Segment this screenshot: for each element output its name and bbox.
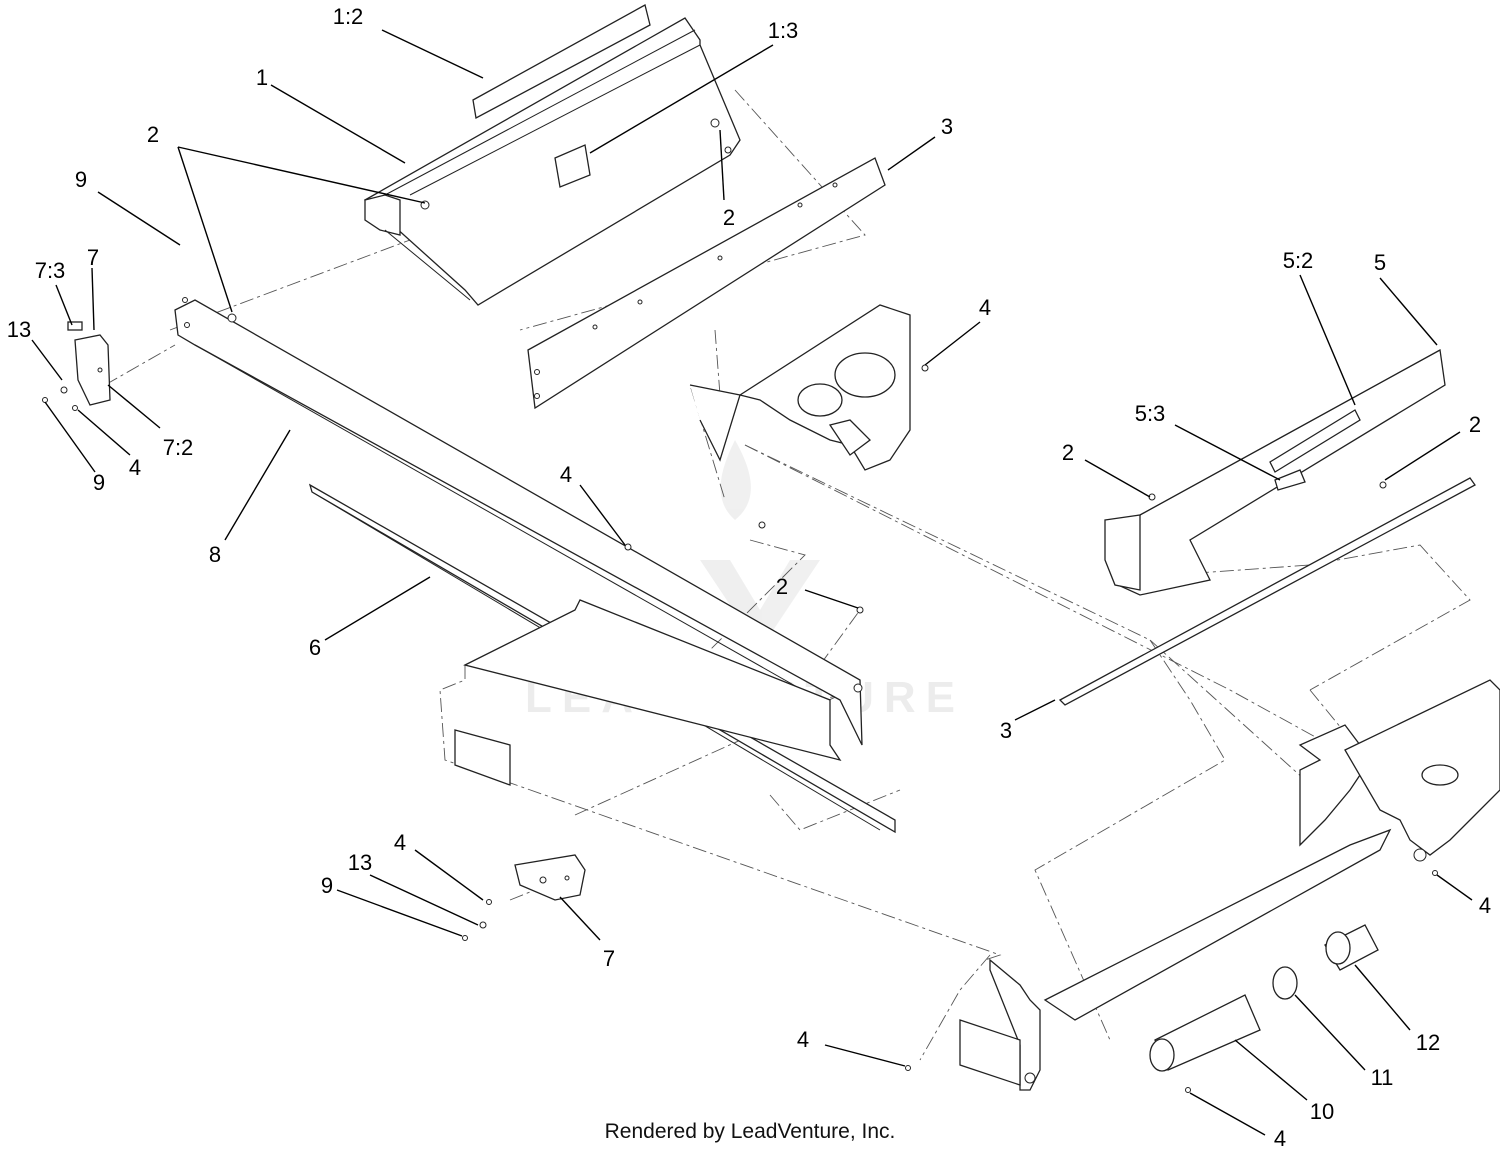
part-1-2-decal-strip bbox=[472, 4, 651, 120]
part-8-main-beam bbox=[174, 299, 863, 746]
callout-3-b: 3 bbox=[1000, 718, 1012, 743]
callout-9-b: 9 bbox=[93, 470, 105, 495]
callout-5: 5 bbox=[1374, 250, 1386, 275]
callout-labels: 1:2 1 1:3 2 2 3 9 7:3 7 13 7:2 4 9 8 4 5… bbox=[7, 4, 1491, 1151]
callout-4-c: 4 bbox=[560, 462, 572, 487]
callout-3-a: 3 bbox=[941, 114, 953, 139]
callout-13-a: 13 bbox=[7, 317, 31, 342]
parts-10-12-tube-assembly bbox=[1149, 924, 1379, 1072]
callout-8: 8 bbox=[209, 542, 221, 567]
part-3-lower-rail bbox=[1058, 477, 1476, 706]
callout-4-f: 4 bbox=[797, 1027, 809, 1052]
callout-9-a: 9 bbox=[75, 167, 87, 192]
callout-1-2: 1:2 bbox=[333, 4, 364, 29]
callout-5-3: 5:3 bbox=[1135, 401, 1166, 426]
callout-2-a: 2 bbox=[147, 122, 159, 147]
watermark-logo-icon bbox=[700, 440, 820, 650]
part-1-3-decal bbox=[554, 144, 591, 188]
callout-7-a: 7 bbox=[87, 245, 99, 270]
callout-7-b: 7 bbox=[603, 946, 615, 971]
part-7-3-label bbox=[67, 321, 83, 331]
part-7-left-bracket bbox=[67, 321, 111, 406]
part-1-top-shield bbox=[363, 17, 741, 306]
callout-9-c: 9 bbox=[321, 873, 333, 898]
callout-4-a: 4 bbox=[129, 455, 141, 480]
callout-5-2: 5:2 bbox=[1283, 248, 1314, 273]
fasteners bbox=[42, 200, 1438, 1093]
part-5-2-decal bbox=[1269, 409, 1361, 473]
callout-10: 10 bbox=[1310, 1099, 1334, 1124]
deck-housing bbox=[454, 599, 1500, 1091]
callout-13-b: 13 bbox=[348, 850, 372, 875]
callout-1: 1 bbox=[256, 65, 268, 90]
part-7-lower-bracket bbox=[514, 854, 586, 901]
part-5-3-decal bbox=[1274, 469, 1306, 491]
callout-2-d: 2 bbox=[1469, 412, 1481, 437]
part-11-ring bbox=[1272, 966, 1298, 1000]
callout-1-3: 1:3 bbox=[768, 18, 799, 43]
leader-lines bbox=[31, 29, 1473, 1136]
callout-7-3: 7:3 bbox=[35, 258, 66, 283]
callout-2-c: 2 bbox=[1062, 440, 1074, 465]
callout-12: 12 bbox=[1416, 1030, 1440, 1055]
callout-6: 6 bbox=[309, 635, 321, 660]
part-5-right-shield bbox=[1104, 348, 1446, 596]
callout-2-e: 2 bbox=[776, 574, 788, 599]
callout-2-b: 2 bbox=[723, 205, 735, 230]
center-side-plate bbox=[689, 304, 911, 471]
part-3-upper-rail bbox=[527, 157, 886, 410]
callout-4-d: 4 bbox=[394, 830, 406, 855]
callout-4-b: 4 bbox=[979, 295, 991, 320]
render-credit: Rendered by LeadVenture, Inc. bbox=[604, 1120, 896, 1143]
callout-4-e: 4 bbox=[1479, 893, 1491, 918]
callout-11: 11 bbox=[1371, 1065, 1394, 1090]
callout-7-2: 7:2 bbox=[163, 435, 194, 460]
callout-4-g: 4 bbox=[1274, 1126, 1286, 1151]
